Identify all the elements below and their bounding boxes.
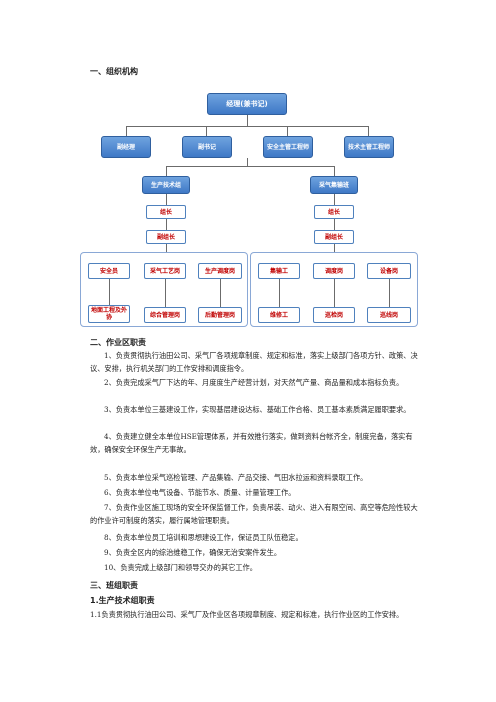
duty-item-6: 6、负责本单位电气设备、节能节水、质量、计量管理工作。	[104, 488, 296, 497]
right-role-dispatch: 调度岗	[313, 263, 355, 279]
left-team-lead: 组长	[146, 205, 186, 219]
left-role-gas-process: 采气工艺岗	[144, 263, 186, 279]
left-team-name: 生产技术组	[142, 176, 190, 194]
duty-item-3: 3、负责本单位三基建设工作，实现基层建设达标、基础工作合格、员工基本素质满足履职…	[104, 405, 411, 414]
duty-item-8: 8、负责本单位员工培训和思想建设工作，保证员工队伍稳定。	[104, 533, 303, 542]
right-role-equipment: 设备岗	[367, 263, 411, 279]
org-deputy-secretary: 副书记	[182, 136, 232, 158]
org-safety-engineer: 安全主管工程师	[263, 136, 313, 158]
section-title-duties: 二、作业区职责	[90, 338, 146, 347]
duty-item-2: 2、负责完成采气厂下达的年、月度度生产经营计划，对天然气产量、商品量和成本指标负…	[104, 378, 404, 387]
left-role-surface-eng: 地面工程及外协	[88, 305, 130, 323]
duty-item-1: 1、负责贯彻执行油田公司、采气厂各项规章制度、规定和标准，落实上级部门各项方针、…	[90, 351, 418, 373]
left-role-logistics: 后勤管理岗	[198, 307, 242, 323]
left-role-admin: 综合管理岗	[144, 307, 186, 323]
duty-item-4: 4、负责建立健全本单位HSE管理体系，并有效推行落实，做到资料台帐齐全，制度完备…	[90, 432, 413, 454]
right-role-gathering: 集输工	[258, 263, 300, 279]
org-deputy-manager: 副经理	[101, 136, 151, 158]
right-team-deputy: 副组长	[314, 230, 354, 244]
duty-item-7: 7、负责作业区施工现场的安全环保监督工作，负责吊装、动火、进入有限空间、高空等危…	[90, 503, 418, 525]
duty-item-9: 9、负责全区内的综治维稳工作，确保无治安案件发生。	[104, 548, 282, 557]
right-role-line-patrol: 巡线岗	[367, 307, 411, 323]
duty-item-10: 10、负责完成上级部门和领导交办的其它工作。	[104, 563, 257, 572]
section-title-org: 一、组织机构	[90, 67, 138, 76]
right-role-inspection: 巡检岗	[313, 307, 355, 323]
subsection-title-prod-tech: 1.生产技术组职责	[90, 596, 155, 605]
left-team-deputy: 副组长	[146, 230, 186, 244]
section-title-team-duties: 三、班组职责	[90, 581, 138, 590]
right-team-name: 采气集输班	[310, 176, 358, 194]
org-top-manager: 经理(兼书记)	[207, 93, 287, 115]
org-tech-engineer: 技术主管工程师	[344, 136, 394, 158]
duty-item-5: 5、负责本单位采气巡检管理、产品集输、产品交接、气田水拉运和资料录取工作。	[104, 473, 368, 482]
left-role-dispatch: 生产调度岗	[198, 263, 242, 279]
right-role-repair: 维修工	[258, 307, 300, 323]
left-role-safety: 安全员	[88, 263, 130, 279]
right-team-lead: 组长	[314, 205, 354, 219]
team-duty-item-1-1: 1.1负责贯彻执行油田公司、采气厂及作业区各项规章制度、规定和标准，执行作业区的…	[90, 610, 404, 619]
